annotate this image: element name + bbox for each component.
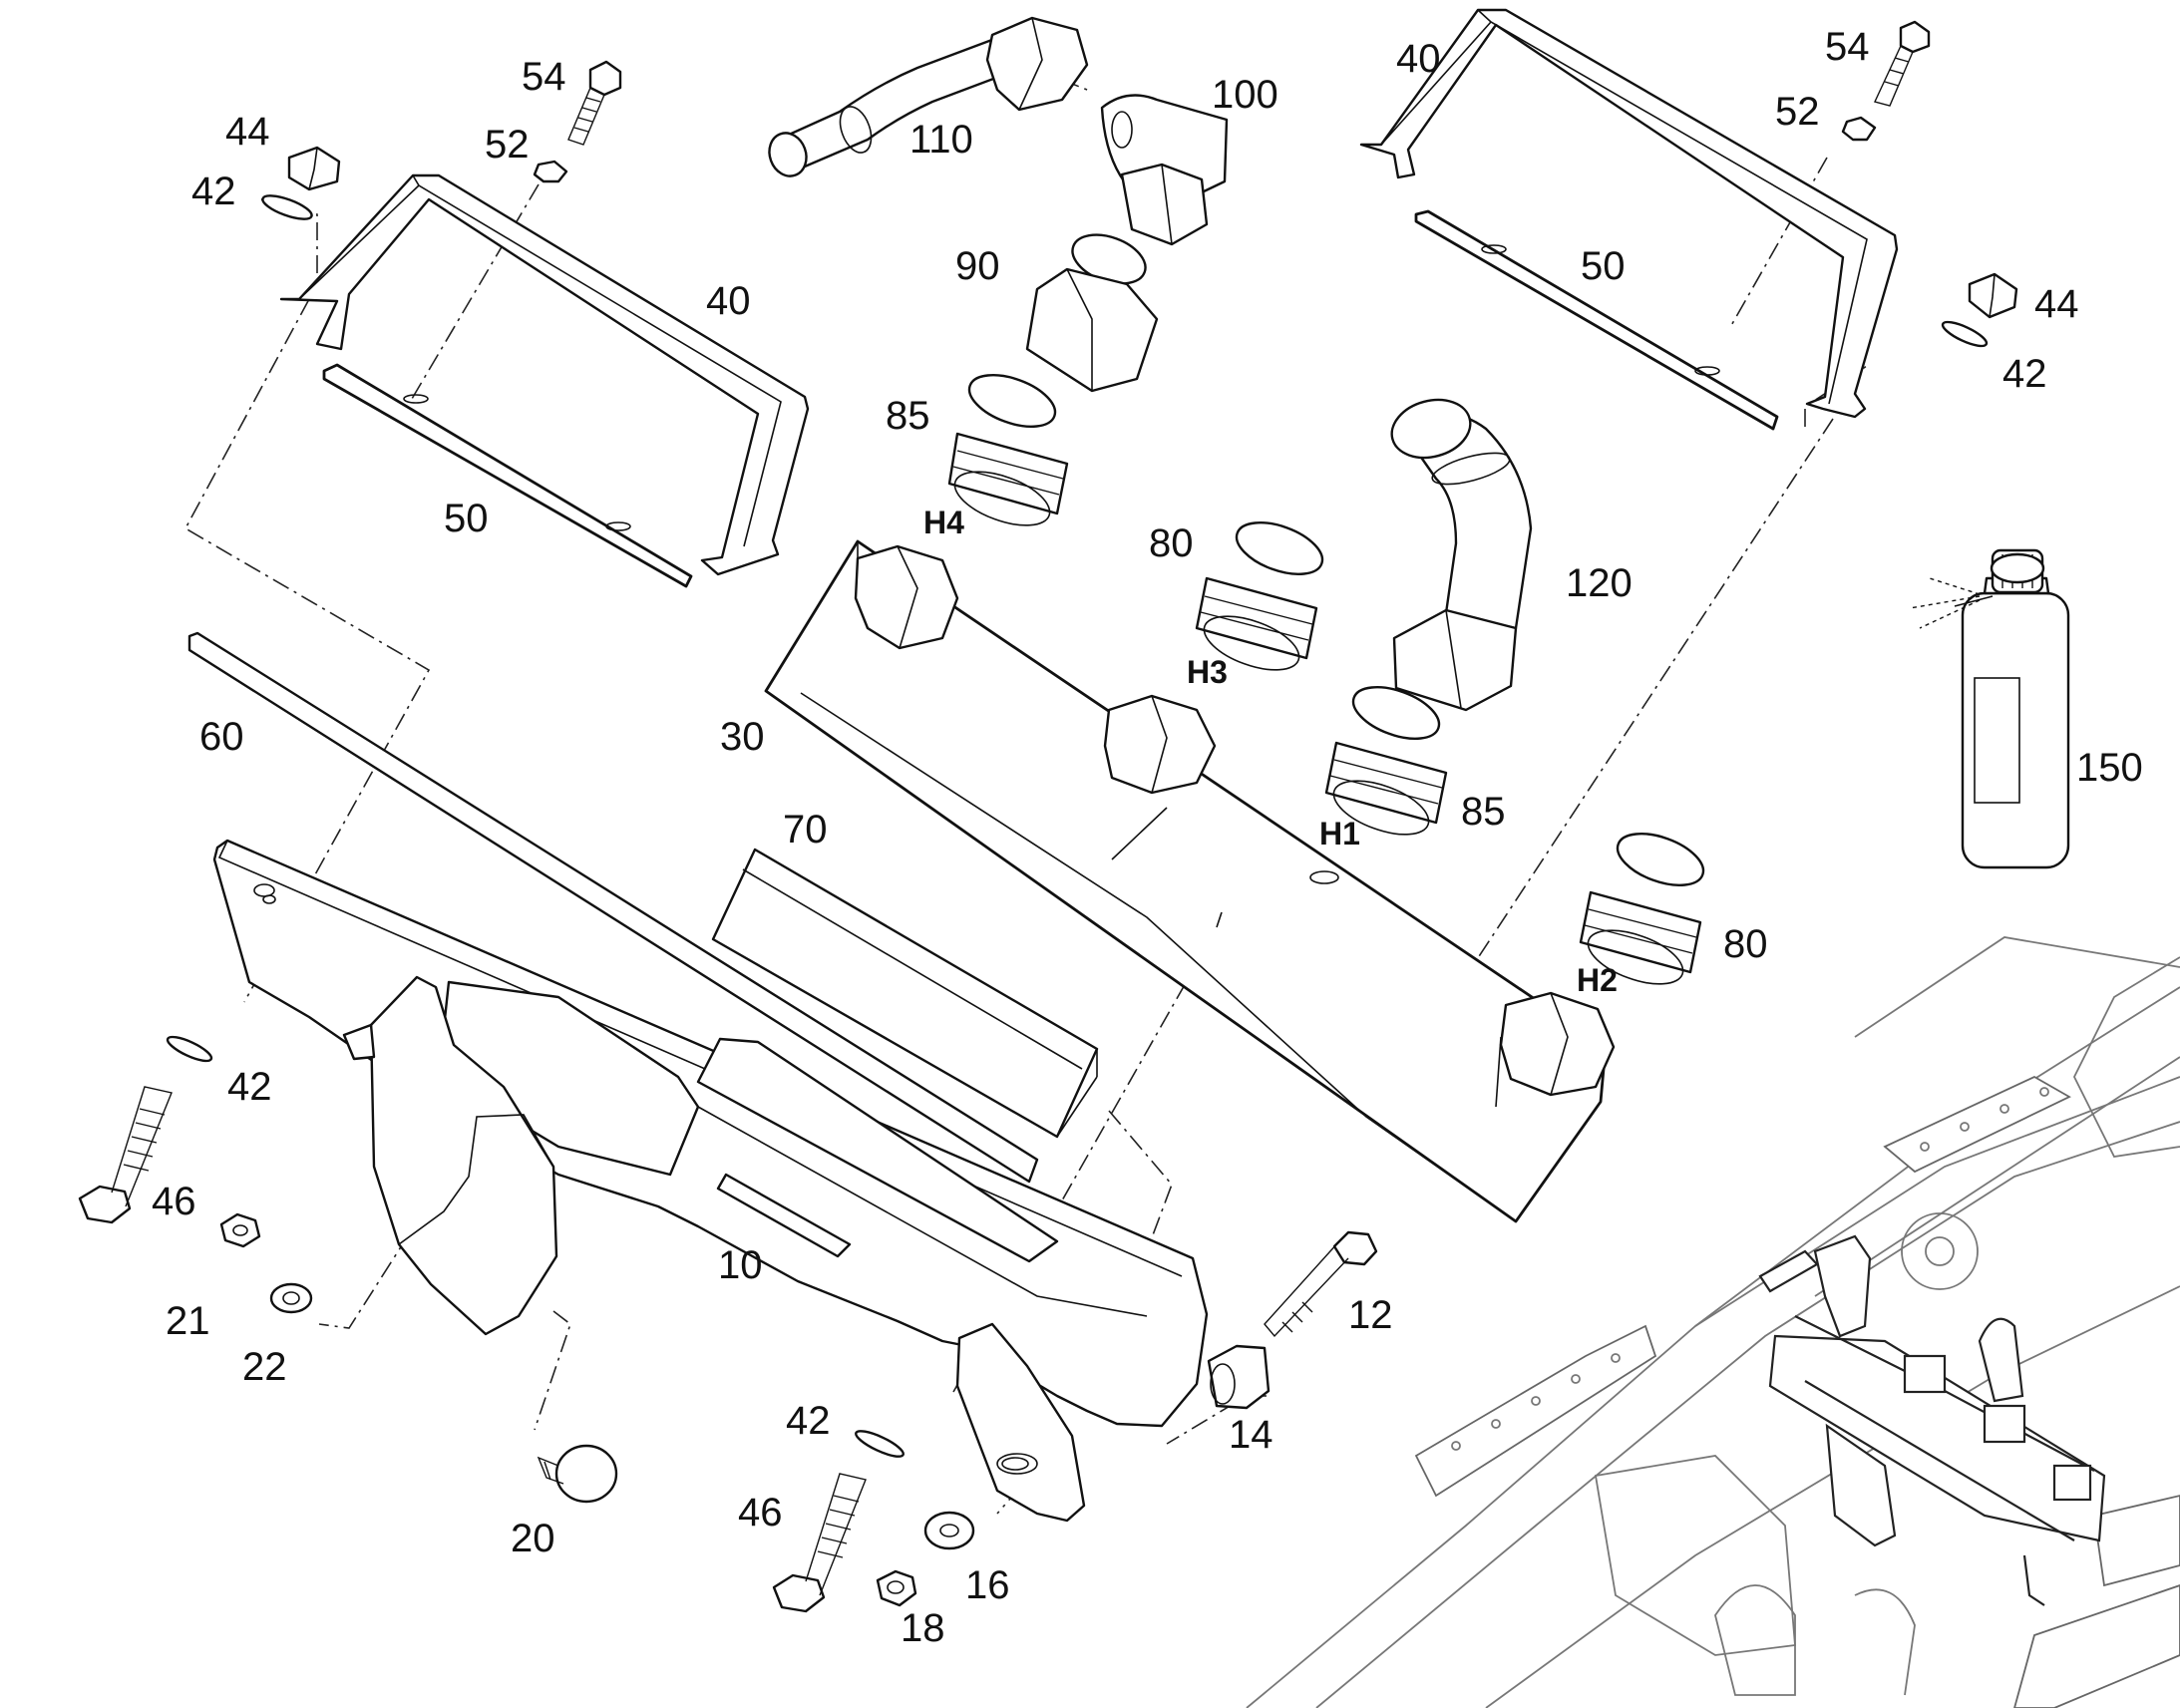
callout-52-right: 52: [1775, 90, 1820, 134]
block-70: [711, 848, 1099, 1139]
port-label-h2: H2: [1577, 962, 1618, 998]
callout-52-left: 52: [485, 123, 530, 167]
callout-54-right: 54: [1825, 25, 1870, 69]
bolt-46-lower: [772, 1473, 867, 1613]
callout-50-left: 50: [444, 497, 489, 540]
callout-14: 14: [1229, 1413, 1273, 1457]
main-bracket-10: [212, 839, 1209, 1523]
fitting-85-upper: [947, 374, 1069, 526]
callout-110: 110: [909, 118, 973, 162]
chassis-location-inset: [1246, 936, 2180, 1708]
callout-85-upper: 85: [886, 394, 930, 438]
washer-52-left: [533, 160, 568, 183]
callout-120: 120: [1566, 561, 1633, 605]
u-bracket-40-right: [1359, 8, 1899, 419]
adapter-90: [1025, 233, 1159, 393]
callout-21: 21: [166, 1299, 210, 1343]
nut-18: [876, 1569, 917, 1607]
washer-42-lower: [855, 1430, 905, 1458]
nut-21: [219, 1212, 261, 1248]
washer-22: [269, 1282, 313, 1314]
callout-80-upper: 80: [1149, 521, 1194, 565]
callout-22: 22: [242, 1345, 287, 1389]
plate-50-left: [322, 363, 693, 588]
washer-42-upper-left: [261, 194, 313, 220]
nut-44-left: [287, 146, 341, 191]
bolt-46-left: [78, 1086, 173, 1224]
stud-20: [537, 1444, 618, 1504]
callout-54-left: 54: [522, 55, 566, 99]
callout-70: 70: [783, 808, 828, 852]
callout-46-left: 46: [152, 1180, 196, 1223]
callout-42-lower: 42: [786, 1399, 831, 1443]
elbow-hose-110: [768, 16, 1089, 177]
washer-52-right: [1841, 116, 1877, 142]
fitting-85-lower: [1324, 686, 1448, 836]
port-label-h3: H3: [1187, 654, 1228, 690]
spray-bottle-150: [1909, 548, 2070, 869]
port-label-h4: H4: [923, 505, 964, 540]
plate-50-right: [1414, 209, 1779, 431]
callout-44-right: 44: [2034, 282, 2079, 326]
bolt-12: [1264, 1230, 1378, 1338]
callout-44-left: 44: [225, 110, 270, 154]
callout-42-upper-left: 42: [191, 170, 236, 213]
fitting-80-upper: [1195, 521, 1324, 671]
port-label-h1: H1: [1319, 816, 1360, 852]
callout-labels: 10 12 14 16 18 20 21 22 30 40 40 42 42 4…: [152, 25, 2143, 1650]
callout-100: 100: [1212, 73, 1278, 117]
callout-90: 90: [955, 244, 1000, 288]
callout-40-left: 40: [706, 279, 751, 323]
callout-42-left: 42: [227, 1065, 272, 1109]
spacer-14: [1207, 1344, 1271, 1410]
fitting-80-lower: [1579, 833, 1705, 985]
callout-16: 16: [965, 1563, 1010, 1607]
callout-46-lower: 46: [738, 1491, 783, 1535]
washer-42-left: [166, 1035, 213, 1063]
callout-60: 60: [199, 715, 244, 759]
callout-12: 12: [1348, 1293, 1393, 1337]
callout-150: 150: [2076, 746, 2143, 790]
plate-60: [187, 631, 1039, 1184]
callout-10: 10: [718, 1243, 763, 1287]
callout-40-right: 40: [1396, 37, 1441, 81]
bolt-54-right: [1874, 20, 1931, 107]
washer-42-right: [1941, 320, 1989, 348]
nut-44-right: [1968, 272, 2018, 319]
elbow-pipe-120: [1390, 398, 1533, 712]
manifold-body-30: [764, 539, 1616, 1223]
callout-30: 30: [720, 715, 765, 759]
bolt-54-left: [567, 60, 622, 146]
callout-20: 20: [511, 1517, 555, 1560]
callout-50-right: 50: [1581, 244, 1626, 288]
u-bracket-40-left: [279, 173, 810, 576]
callout-80-lower: 80: [1723, 922, 1768, 966]
elbow-fitting-100: [1100, 94, 1229, 246]
callout-42-right: 42: [2002, 352, 2047, 396]
callout-85-lower: 85: [1461, 790, 1506, 834]
washer-16: [923, 1511, 975, 1550]
callout-18: 18: [901, 1606, 945, 1650]
